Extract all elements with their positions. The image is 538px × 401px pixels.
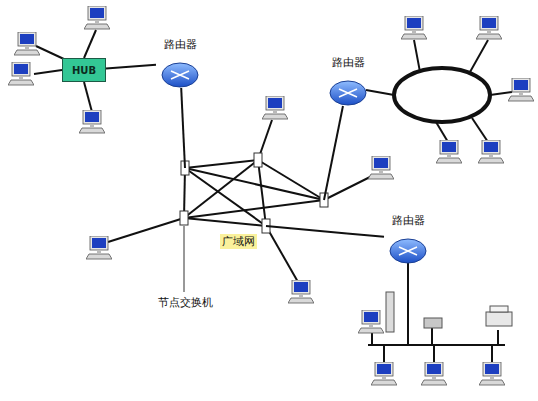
- link-to-switch: [266, 226, 347, 233]
- wan-label: 广域网: [220, 234, 257, 249]
- router-label: 路由器: [324, 56, 372, 69]
- bus-devices: [386, 292, 512, 332]
- node-switch: [180, 153, 328, 233]
- link-to-switch: [182, 108, 185, 168]
- router-label: 路由器: [156, 38, 204, 51]
- link-to-switch: [324, 108, 343, 200]
- network-link: [180, 88, 183, 108]
- leader-line: [184, 226, 185, 292]
- router-node: 路由器: [324, 56, 372, 106]
- ring-network: [394, 68, 490, 122]
- wan-cloud-shape: [135, 108, 347, 288]
- router-node: 路由器: [156, 38, 204, 88]
- hub-label: HUB: [72, 65, 96, 76]
- hub-box: HUB: [62, 58, 106, 82]
- wan-cloud: 广域网: [135, 108, 347, 288]
- network-wires: [34, 30, 512, 362]
- computer-icons: [8, 6, 534, 385]
- router-label: 路由器: [384, 214, 432, 227]
- network-link: [347, 233, 384, 236]
- router-node: 路由器: [384, 214, 432, 264]
- network-link: [106, 65, 156, 69]
- caption-label: 节点交换机: [157, 295, 214, 310]
- network-link: [342, 106, 344, 108]
